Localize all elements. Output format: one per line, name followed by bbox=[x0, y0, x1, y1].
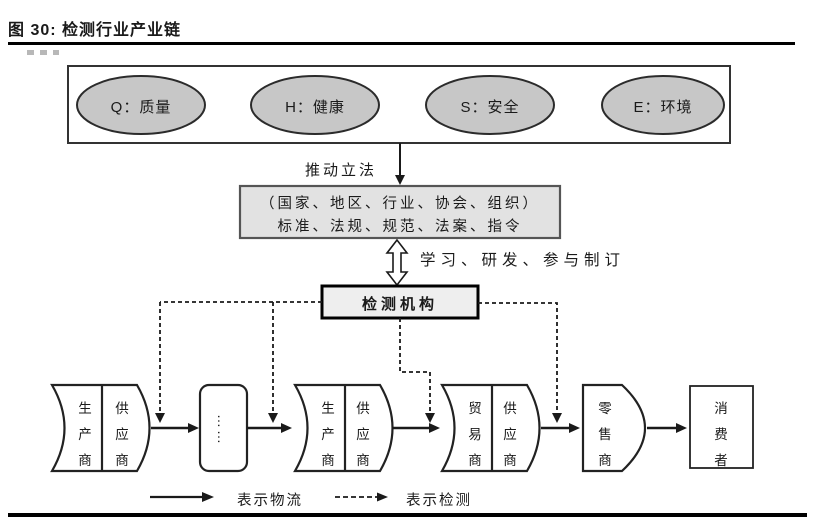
retailer-label: 零售商 bbox=[598, 401, 612, 468]
legend-solid-arrowhead-icon bbox=[202, 492, 214, 502]
flow-arrowhead-icon bbox=[569, 423, 580, 433]
producer2-shape bbox=[293, 383, 394, 473]
trader-shape bbox=[440, 383, 541, 473]
producer1-shape bbox=[50, 383, 151, 473]
health-ellipse-label: H：健康 bbox=[285, 99, 345, 116]
consumer-shape bbox=[689, 385, 754, 469]
legend-dashed-label: 表示检测 bbox=[406, 493, 472, 509]
legislation-arrowhead-icon bbox=[395, 175, 405, 185]
bottom-rule bbox=[8, 513, 807, 517]
exchange-arrow-label: 学习、研发、参与制订 bbox=[420, 252, 626, 269]
environment-ellipse-label: E：环境 bbox=[633, 99, 693, 116]
trader-right-label: 供应商 bbox=[503, 401, 517, 468]
testing-org-label: 检测机构 bbox=[361, 296, 438, 313]
legend-solid-label: 表示物流 bbox=[237, 493, 303, 509]
legend-dashed-arrowhead-icon bbox=[377, 492, 388, 502]
title-rule bbox=[8, 42, 795, 45]
retailer-shape bbox=[581, 383, 646, 473]
standards-box-line2: 标准、法规、规范、法案、指令 bbox=[277, 219, 523, 235]
quality-ellipse bbox=[76, 75, 206, 135]
quality-ellipse-label: Q：质量 bbox=[110, 99, 172, 116]
testing-dashed-arrowheads bbox=[155, 413, 562, 423]
producer2-right-label: 供应商 bbox=[356, 401, 370, 468]
dashed-arrowhead-icon bbox=[425, 413, 435, 423]
intermediate-dots-label: …… bbox=[215, 414, 231, 446]
dashed-arrowhead-icon bbox=[155, 413, 165, 423]
figure-title: 图 30: 检测行业产业链 bbox=[8, 22, 182, 39]
exchange-double-arrow-icon bbox=[385, 238, 409, 287]
consumer-label: 消费者 bbox=[714, 401, 728, 468]
dashed-arrowhead-icon bbox=[552, 413, 562, 423]
legislation-arrow-label: 推动立法 bbox=[304, 162, 377, 179]
flow-arrowhead-icon bbox=[281, 423, 292, 433]
dashed-drop-4 bbox=[478, 302, 558, 413]
testing-dashed-network bbox=[159, 301, 558, 413]
safety-ellipse-label: S：安全 bbox=[460, 99, 520, 116]
flow-arrowheads bbox=[188, 423, 687, 433]
print-artifact-marks bbox=[27, 50, 59, 55]
safety-ellipse bbox=[425, 75, 555, 135]
chain-shapes bbox=[50, 383, 754, 473]
health-ellipse bbox=[250, 75, 380, 135]
flow-arrowhead-icon bbox=[429, 423, 440, 433]
producer1-right-label: 供应商 bbox=[115, 401, 129, 468]
standards-box-line1: （国家、地区、行业、协会、组织） bbox=[260, 196, 540, 212]
flow-arrowhead-icon bbox=[188, 423, 199, 433]
environment-ellipse bbox=[601, 75, 725, 135]
dashed-arrowhead-icon bbox=[268, 413, 278, 423]
flow-arrowhead-icon bbox=[676, 423, 687, 433]
dashed-drop-3 bbox=[399, 318, 431, 413]
standards-box bbox=[238, 184, 562, 240]
producer1-left-label: 生产商 bbox=[78, 401, 92, 468]
trader-left-label: 贸易商 bbox=[468, 401, 482, 468]
producer2-left-label: 生产商 bbox=[321, 401, 335, 468]
